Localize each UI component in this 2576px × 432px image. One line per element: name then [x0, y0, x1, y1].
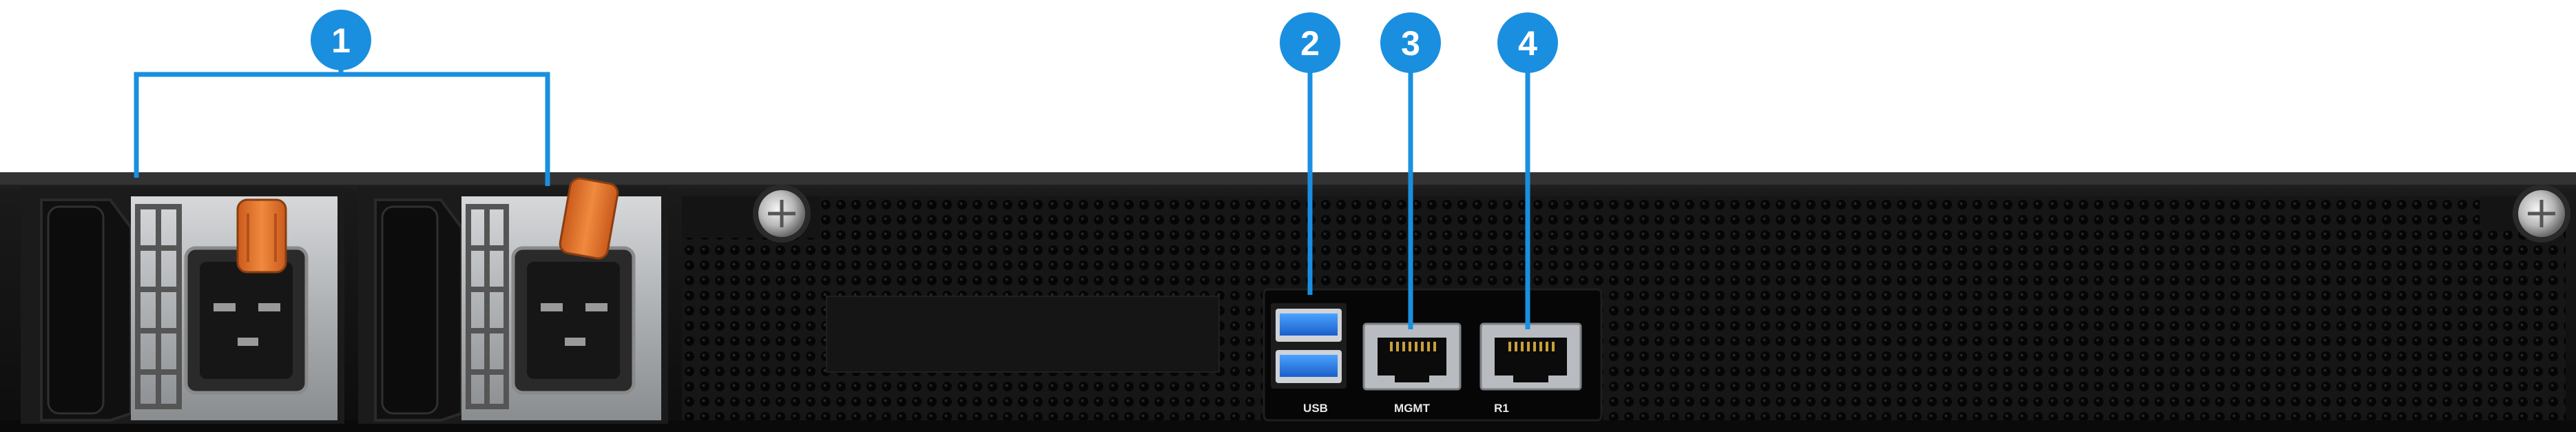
thumb-screw-left[interactable] [753, 185, 811, 243]
callout-2-number: 2 [1300, 24, 1320, 63]
psu-right-vent-grid [466, 204, 509, 409]
port-panel: USB MGMT R1 [1263, 288, 1603, 422]
r1-port[interactable] [1479, 322, 1582, 391]
callout-1: 1 [311, 10, 371, 70]
callout-3: 3 [1380, 12, 1441, 73]
psu-right [358, 177, 668, 424]
power-supply-units [21, 177, 668, 424]
callout-4-number: 4 [1518, 24, 1537, 63]
r1-port-label: R1 [1494, 402, 1509, 415]
usb-port[interactable] [1271, 303, 1347, 389]
callout-3-number: 3 [1401, 24, 1420, 63]
vent-panel [682, 196, 2566, 420]
psu-left [21, 186, 344, 424]
callout-2: 2 [1280, 12, 1340, 73]
thumb-screw-right[interactable] [2513, 185, 2570, 243]
psu-left-vent-grid [135, 204, 182, 409]
psu-left-latch[interactable] [236, 198, 287, 274]
management-port-label: MGMT [1394, 402, 1431, 415]
callout-4: 4 [1497, 12, 1558, 73]
management-port[interactable] [1362, 322, 1462, 391]
usb-port-label: USB [1303, 402, 1328, 415]
callout-leaders [134, 61, 1530, 329]
callout-1-number: 1 [331, 21, 351, 60]
psu-right-latch[interactable] [559, 177, 619, 260]
